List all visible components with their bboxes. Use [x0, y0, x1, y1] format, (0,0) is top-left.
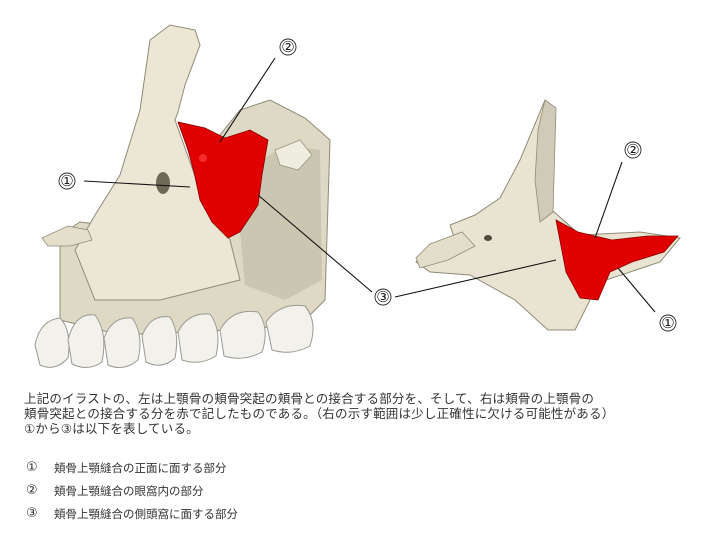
zygomatic-foramen [484, 235, 492, 241]
legend-item-3-number: ③ [26, 506, 38, 521]
marker-right-2-label: ② [626, 141, 639, 159]
orbital-margin [534, 99, 557, 223]
caption-line-1: 上記のイラストの、左は上顎骨の頬骨突起の頬骨との接合する部分を、そして、右は頬骨… [24, 391, 595, 406]
legend-item-3-text: 頬骨上顎縫合の側頭窩に面する部分 [54, 506, 238, 521]
leader-lines-right [394, 161, 656, 313]
suture-region-left [177, 121, 269, 239]
legend-item-1-text: 頬骨上顎縫合の正面に面する部分 [54, 460, 227, 475]
legend-item-1-number: ① [26, 460, 38, 475]
marker-left-2-label: ② [281, 38, 294, 56]
marker-left-2: ② [279, 38, 297, 56]
marker-left-3-label: ③ [376, 288, 389, 306]
teeth-row [34, 304, 314, 369]
caption-line-2: 頬骨突起との接合する分を赤で記したものである。（右の示す範囲は少し正確性に欠ける… [24, 406, 615, 421]
anatomy-illustration: ① ② ③ ② ① [34, 24, 681, 369]
maxilla-illustration: ① ② ③ [34, 24, 392, 369]
leader-lines-left [83, 57, 373, 293]
legend-list: ① 頬骨上顎縫合の正面に面する部分 ② 頬骨上顎縫合の眼窩内の部分 ③ 頬骨上顎… [26, 456, 238, 525]
legend-item-1: ① 頬骨上顎縫合の正面に面する部分 [26, 456, 238, 479]
temporal-process [415, 231, 476, 269]
suture-dot [199, 154, 207, 162]
caption-line-3: ①から③は以下を表している。 [24, 421, 199, 436]
zygomatic-facet [274, 139, 313, 171]
posterior-fragment [41, 225, 93, 247]
frontal-process [74, 24, 241, 301]
marker-right-1-label: ① [661, 314, 674, 332]
legend-item-2: ② 頬骨上顎縫合の眼窩内の部分 [26, 479, 238, 502]
caption: 上記のイラストの、左は上顎骨の頬骨突起の頬骨との接合する部分を、そして、右は頬骨… [24, 391, 714, 436]
zygomatic-illustration: ② ① [394, 99, 681, 332]
marker-left-1-label: ① [60, 172, 73, 190]
legend-item-2-number: ② [26, 483, 38, 498]
infraorbital-foramen [156, 172, 170, 194]
marker-right-1: ① [659, 314, 677, 332]
marker-right-2: ② [624, 141, 642, 159]
legend-item-2-text: 頬骨上顎縫合の眼窩内の部分 [54, 483, 204, 498]
marker-left-3: ③ [374, 288, 392, 306]
legend-item-3: ③ 頬骨上顎縫合の側頭窩に面する部分 [26, 502, 238, 525]
marker-left-1: ① [58, 172, 76, 190]
suture-region-right [555, 219, 679, 301]
